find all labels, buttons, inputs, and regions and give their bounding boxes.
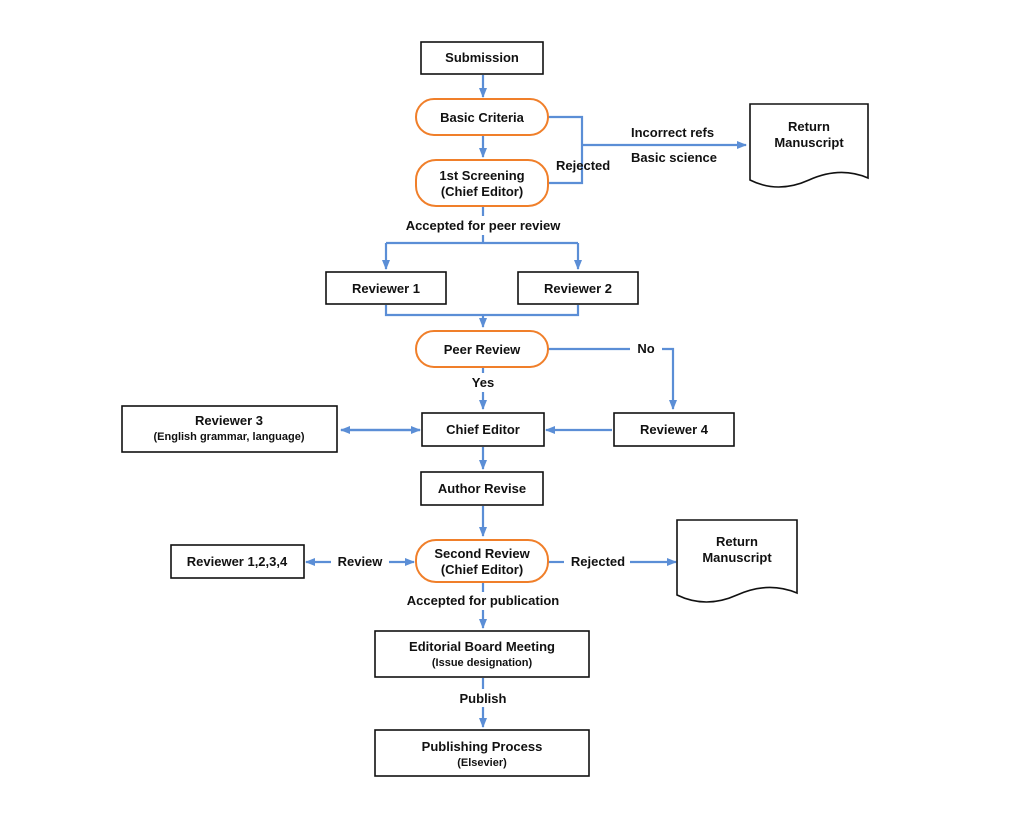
reviewer-3-node: Reviewer 3 (English grammar, language) bbox=[121, 405, 338, 453]
rejected-label-2: Rejected bbox=[571, 554, 625, 569]
return-manuscript-node-2: Return Manuscript bbox=[676, 519, 798, 603]
submission-node: Submission bbox=[420, 41, 544, 75]
reviewer-1234-label: Reviewer 1,2,3,4 bbox=[187, 554, 288, 569]
reviewer-4-node: Reviewer 4 bbox=[613, 412, 735, 447]
editorial-board-title: Editorial Board Meeting bbox=[409, 639, 555, 654]
publishing-process-title: Publishing Process bbox=[422, 739, 543, 754]
connector-reviewers-merge bbox=[384, 305, 580, 317]
first-screening-node: 1st Screening (Chief Editor) bbox=[415, 159, 549, 207]
reviewer-2-node: Reviewer 2 bbox=[517, 271, 639, 305]
editorial-board-node: Editorial Board Meeting (Issue designati… bbox=[374, 630, 590, 678]
peer-review-node: Peer Review bbox=[415, 330, 549, 368]
reviewer-3-subtitle: (English grammar, language) bbox=[154, 431, 305, 443]
second-review-node: Second Review (Chief Editor) bbox=[415, 539, 549, 583]
return-manuscript-1-line2: Manuscript bbox=[774, 135, 844, 150]
publishing-process-subtitle: (Elsevier) bbox=[457, 757, 507, 769]
return-manuscript-node-1: Return Manuscript bbox=[749, 103, 869, 188]
author-revise-node: Author Revise bbox=[420, 471, 544, 506]
edge-labels: Incorrect refs Basic science Rejected Ac… bbox=[338, 125, 717, 706]
chief-editor-node: Chief Editor bbox=[421, 412, 545, 447]
author-revise-label: Author Revise bbox=[438, 481, 526, 496]
yes-label: Yes bbox=[472, 375, 494, 390]
chief-editor-label: Chief Editor bbox=[446, 422, 520, 437]
rejected-label-1: Rejected bbox=[556, 158, 610, 173]
peer-review-label: Peer Review bbox=[444, 342, 521, 357]
reviewer-1234-node: Reviewer 1,2,3,4 bbox=[170, 544, 305, 579]
accepted-publication-label: Accepted for publication bbox=[407, 593, 559, 608]
second-review-subtitle: (Chief Editor) bbox=[441, 562, 523, 577]
accepted-peer-review-label: Accepted for peer review bbox=[406, 218, 562, 233]
reviewer-1-label: Reviewer 1 bbox=[352, 281, 420, 296]
connectors bbox=[305, 75, 747, 728]
reviewer-3-title: Reviewer 3 bbox=[195, 413, 263, 428]
no-label: No bbox=[637, 341, 654, 356]
basic-science-label: Basic science bbox=[631, 150, 717, 165]
return-manuscript-2-line2: Manuscript bbox=[702, 550, 772, 565]
review-label: Review bbox=[338, 554, 384, 569]
return-manuscript-2-line1: Return bbox=[716, 534, 758, 549]
basic-criteria-label: Basic Criteria bbox=[440, 110, 525, 125]
return-manuscript-1-line1: Return bbox=[788, 119, 830, 134]
publishing-process-node: Publishing Process (Elsevier) bbox=[374, 729, 590, 777]
incorrect-refs-label: Incorrect refs bbox=[631, 125, 714, 140]
first-screening-subtitle: (Chief Editor) bbox=[441, 184, 523, 199]
arrow-no-to-reviewer-4 bbox=[662, 347, 677, 410]
reviewer-1-node: Reviewer 1 bbox=[325, 271, 447, 305]
editorial-board-subtitle: (Issue designation) bbox=[432, 657, 533, 669]
reviewer-2-label: Reviewer 2 bbox=[544, 281, 612, 296]
connector-basic-criteria-bracket bbox=[548, 115, 584, 185]
submission-label: Submission bbox=[445, 50, 519, 65]
publish-label: Publish bbox=[460, 691, 507, 706]
first-screening-title: 1st Screening bbox=[439, 168, 524, 183]
reviewer-4-label: Reviewer 4 bbox=[640, 422, 709, 437]
second-review-title: Second Review bbox=[434, 546, 530, 561]
basic-criteria-node: Basic Criteria bbox=[415, 98, 549, 136]
